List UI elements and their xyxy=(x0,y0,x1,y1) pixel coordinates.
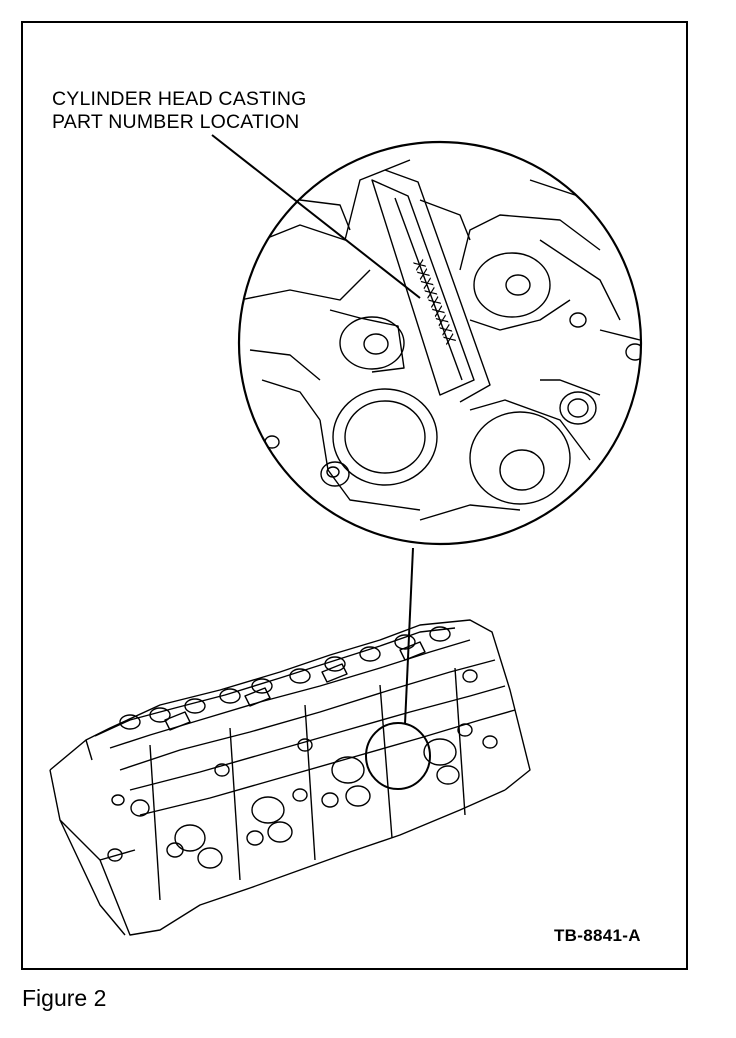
callout-line-2: PART NUMBER LOCATION xyxy=(52,111,300,133)
figure-caption: Figure 2 xyxy=(22,985,107,1011)
callout-line-1: CYLINDER HEAD CASTING xyxy=(52,88,307,110)
location-indicator-circle xyxy=(365,722,431,790)
leader-arrow xyxy=(211,134,421,299)
magnified-detail-view xyxy=(237,140,643,546)
cylinder-head-outline xyxy=(49,619,531,936)
callout-label: CYLINDER HEAD CASTING PART NUMBER LOCATI… xyxy=(52,88,307,134)
figure-id: TB-8841-A xyxy=(554,926,641,945)
